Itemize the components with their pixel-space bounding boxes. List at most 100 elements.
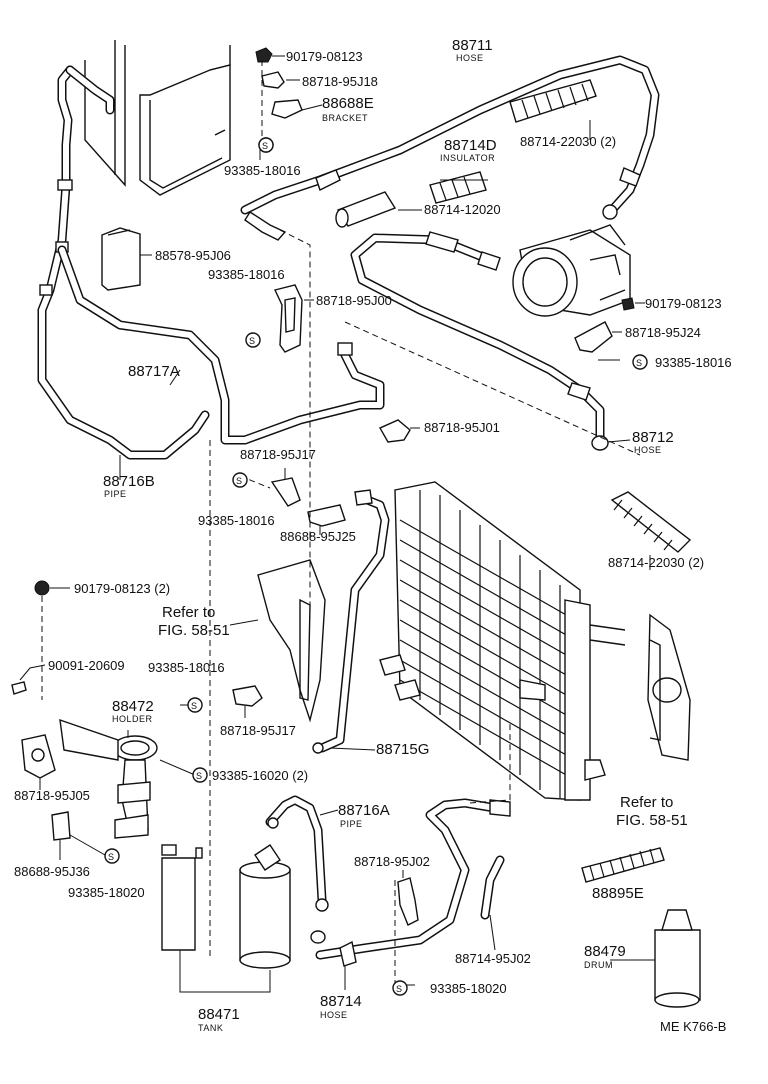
label-88718-95j05: 88718-95J05 [14,788,90,803]
insulator-88714-22030-top [509,79,597,123]
seal-icon: S [192,767,208,783]
shield-panel-right [647,613,691,761]
pipe-88716a [265,795,329,912]
hose-88714-95j02 [480,855,505,920]
seal-icon: S [232,472,248,488]
hose-88711 [240,55,660,241]
label-93385-top: 93385-18016 [224,163,301,178]
label-88717a: 88717A [128,363,180,380]
label-88471: 88471 [198,1006,240,1023]
insulator-88714-12020 [335,191,397,228]
label-88718-95j00: 88718-95J00 [316,293,392,308]
compressor [512,224,631,317]
label-refer-left-2: FIG. 58-51 [158,622,230,639]
label-88716a: 88716A [338,802,390,819]
tube-88895e [581,847,665,883]
small-parts-right [574,297,635,353]
seal-icon: S [632,354,648,370]
svg-text:S: S [196,771,203,781]
label-88578 [101,227,141,291]
label-88712-sub: HOSE [634,445,662,455]
svg-text:S: S [636,358,643,368]
label-88714d: 88714D [444,137,497,154]
seal-icon: S [392,980,408,996]
footer-code: ME K766-B [660,1019,726,1034]
seal-icon: S [258,137,274,153]
insulator-88714d [429,171,487,204]
label-88895e: 88895E [592,885,644,902]
label-93385-18020-bottom: 93385-18020 [430,981,507,996]
clip-88718-95j01 [379,419,411,443]
leader-lines [19,55,655,993]
tank-88471 [161,844,291,969]
label-88718-95j24: 88718-95J24 [625,325,701,340]
label-88716a-sub: PIPE [340,819,363,829]
seal-icon: S [187,697,203,713]
label-88712: 88712 [632,429,674,446]
clamp-88718-95j17-lower [232,685,263,707]
bracket-88718-95j00 [274,284,303,353]
label-88718-95j17-b: 88718-95J17 [220,723,296,738]
label-88716b-sub: PIPE [104,489,127,499]
insulator-88714-22030-right [610,491,692,553]
label-88714-12020: 88714-12020 [424,202,501,217]
hose-88712 [350,231,609,451]
condenser [379,481,626,801]
label-88688-95j36: 88688-95J36 [14,864,90,879]
pipe-88716b [37,65,210,460]
label-88718-95j18: 88718-95J18 [302,74,378,89]
label-88718-95j17-a: 88718-95J17 [240,447,316,462]
label-88718-95j01: 88718-95J01 [424,420,500,435]
svg-text:S: S [249,336,256,346]
svg-text:S: S [191,701,198,711]
label-88472: 88472 [112,698,154,715]
dashed-leaders [209,229,641,985]
label-90179-left: 90179-08123 (2) [74,581,170,596]
label-88688e: 88688E [322,95,374,112]
label-93385-16020: 93385-16020 (2) [212,768,308,783]
label-88578-95j06: 88578-95J06 [155,248,231,263]
label-88715g: 88715G [376,741,429,758]
pipe-88717a [57,245,385,445]
label-88711: 88711 [452,37,493,54]
pipe-88715g [312,489,390,754]
label-refer-left-1: Refer to [162,604,215,621]
seal-icon: S [104,848,120,864]
label-88714d-sub: INSULATOR [440,153,495,163]
label-93385-mid: 93385-18016 [208,267,285,282]
label-93385-18020-left: 93385-18020 [68,885,145,900]
label-88714-22030-right: 88714-22030 (2) [608,555,704,570]
label-93385-right: 93385-18016 [655,355,732,370]
svg-text:S: S [236,476,243,486]
drum-88479 [654,909,701,1008]
label-88714-22030-top: 88714-22030 (2) [520,134,616,149]
seal-symbols: S S S S S S S S [104,137,648,996]
shield-panel-left [257,559,326,723]
holder-88472 [21,718,158,841]
hose-88714 [310,798,511,967]
label-88716b: 88716B [103,473,155,490]
label-88688e-sub: BRACKET [322,113,368,123]
clamp-88718-95j02 [397,877,419,926]
label-88711-sub: HOSE [456,53,484,63]
svg-text:S: S [396,984,403,994]
label-88714: 88714 [320,993,362,1010]
label-88479: 88479 [584,943,626,960]
seal-icon: S [245,332,261,348]
label-88471-sub: TANK [198,1023,223,1033]
firewall-panel [84,40,231,196]
label-88688-95j25: 88688-95J25 [280,529,356,544]
label-88479-sub: DRUM [584,960,613,970]
label-90179-right: 90179-08123 [645,296,722,311]
label-88714-95j02: 88714-95J02 [455,951,531,966]
label-refer-right-2: FIG. 58-51 [616,812,688,829]
label-refer-right-1: Refer to [620,794,673,811]
small-parts-left [11,580,50,700]
clamp-88718-95j17-upper [270,477,346,527]
label-90091-20609: 90091-20609 [48,658,125,673]
label-88714-sub: HOSE [320,1010,348,1020]
label-88718-95j02: 88718-95J02 [354,854,430,869]
label-93385-clip: 93385-18016 [148,660,225,675]
svg-text:S: S [262,141,269,151]
